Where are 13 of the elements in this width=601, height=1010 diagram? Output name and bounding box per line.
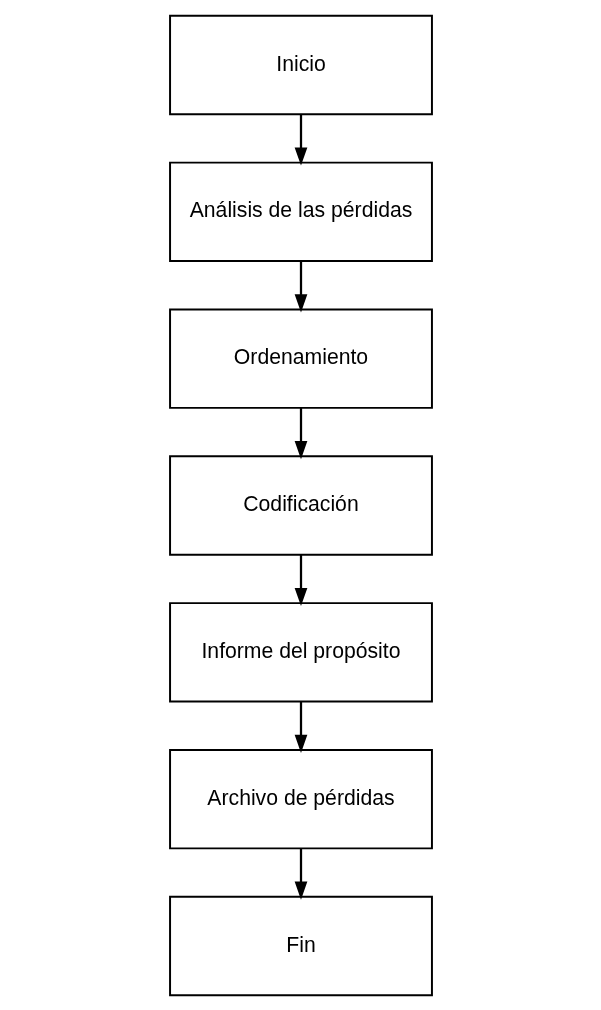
node-box: Ordenamiento: [168, 307, 433, 409]
node-box: Análisis de las pérdidas: [168, 161, 433, 262]
arrow: [294, 701, 307, 753]
arrow: [294, 260, 307, 312]
node-box: Archivo de pérdidas: [168, 748, 433, 849]
node-box: Codificación: [168, 454, 433, 556]
arrow: [294, 848, 307, 900]
arrow: [294, 113, 307, 166]
node-box: Informe del propósito: [168, 601, 433, 703]
node-box: Inicio: [168, 14, 433, 115]
arrow: [294, 407, 307, 459]
arrow: [294, 554, 307, 606]
node-box: Fin: [168, 895, 433, 996]
